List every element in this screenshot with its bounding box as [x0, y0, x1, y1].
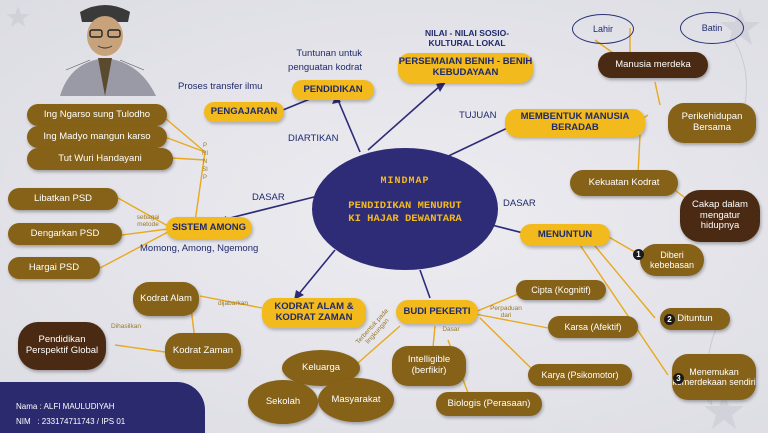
node-kekuatan-kodrat: Kekuatan Kodrat [570, 170, 678, 196]
node-karsa: Karsa (Afektif) [548, 316, 638, 338]
node-persemaian: PERSEMAIAN BENIH - BENIH KEBUDAYAAN [398, 53, 533, 83]
node-cakap-mengatur-hidup: Cakap dalam mengatur hidupnya [680, 190, 760, 242]
pendidikan-note: Tuntunan untuk penguatan kodrat [288, 48, 362, 74]
pengajaran-note: Proses transfer ilmu [178, 81, 263, 92]
menuntun-item-2: Dituntun [660, 308, 730, 330]
node-sekolah: Sekolah [248, 380, 318, 424]
prinsip-label: PRINSIP [202, 143, 208, 181]
node-menuntun: MENUNTUN [520, 224, 610, 246]
kodrat-via-label: dijabarkan [218, 300, 248, 307]
node-pengajaran: PENGAJARAN [204, 102, 284, 122]
node-lahir: Lahir [572, 14, 634, 44]
menuntun-item-3: Menemukan kemerdekaan sendiri [672, 354, 756, 400]
portrait-illustration [60, 5, 156, 96]
among-item-hargai: Hargai PSD [8, 257, 100, 279]
perpaduan-label: Perpaduan dari [490, 305, 522, 320]
prinsip-item-tut-wuri: Tut Wuri Handayani [27, 148, 173, 170]
author-info-band: Nama : ALFI MAULUDIYAH NIM : 23317471174… [0, 382, 205, 433]
pendidikan-note-line1: Tuntunan untuk penguatan kodrat [250, 47, 362, 76]
node-masyarakat: Masyarakat [318, 378, 394, 422]
node-kodrat-alam-zaman: KODRAT ALAM & KODRAT ZAMAN [262, 298, 366, 328]
central-line-1: PENDIDIKAN MENURUT [348, 200, 462, 212]
number-badge-1: 1 [633, 249, 644, 260]
edge-label-dasar-right: DASAR [503, 198, 536, 209]
node-pendidikan-perspektif-global: Pendidikan Perspektif Global [18, 322, 106, 370]
node-manusia-merdeka: Manusia merdeka [598, 52, 708, 78]
node-kodrat-alam: Kodrat Alam [133, 282, 199, 316]
node-budi-pekerti: BUDI PEKERTI [396, 300, 478, 324]
edge-label-dasar-left: DASAR [252, 192, 285, 203]
edge-label-diartikan: DIARTIKAN [288, 133, 339, 144]
among-item-dengarkan: Dengarkan PSD [8, 223, 122, 245]
node-intelligible: Intelligible (berfikir) [392, 346, 466, 386]
node-biologis: Biologis (Perasaan) [436, 392, 542, 416]
node-batin: Batin [680, 12, 744, 44]
menuntun-item-1: Diberi kebebasan [640, 244, 704, 276]
node-pendidikan: PENDIDIKAN [292, 80, 374, 100]
prinsip-item-ing-ngarso: Ing Ngarso sung Tulodho [27, 104, 167, 126]
central-line-2: KI HAJAR DEWANTARA [348, 213, 462, 225]
node-kodrat-zaman: Kodrat Zaman [165, 333, 241, 369]
prinsip-item-ing-madyo: Ing Madyo mangun karso [27, 126, 167, 148]
among-subtitle: Momong, Among, Ngemong [140, 243, 259, 254]
among-via-label: sebagai metode [136, 214, 160, 229]
among-item-libatkan: Libatkan PSD [8, 188, 118, 210]
central-topic: MINDMAP PENDIDIKAN MENURUT KI HAJAR DEWA… [312, 148, 498, 270]
node-cipta: Cipta (Kognitif) [516, 280, 606, 300]
nilai-heading: NILAI - NILAI SOSIO- KULTURAL LOKAL [424, 28, 510, 48]
node-sistem-among: SISTEM AMONG [166, 217, 252, 239]
node-karya: Karya (Psikomotor) [528, 364, 632, 386]
number-badge-3: 3 [673, 373, 684, 384]
node-perikehidupan-bersama: Perikehidupan Bersama [668, 103, 756, 143]
author-name: Nama : ALFI MAULUDIYAH [16, 402, 115, 411]
edge-label-tujuan: TUJUAN [459, 110, 497, 121]
number-badge-2: 2 [664, 314, 675, 325]
dihasilkan-label: Dihasilkan [111, 323, 141, 330]
dasar-label-small: Dasar [442, 326, 460, 333]
mindmap-title: MINDMAP [380, 176, 430, 187]
author-nim: NIM : 233174711743 / IPS 01 [16, 417, 126, 426]
node-membentuk-manusia-beradab: MEMBENTUK MANUSIA BERADAB [505, 109, 645, 137]
